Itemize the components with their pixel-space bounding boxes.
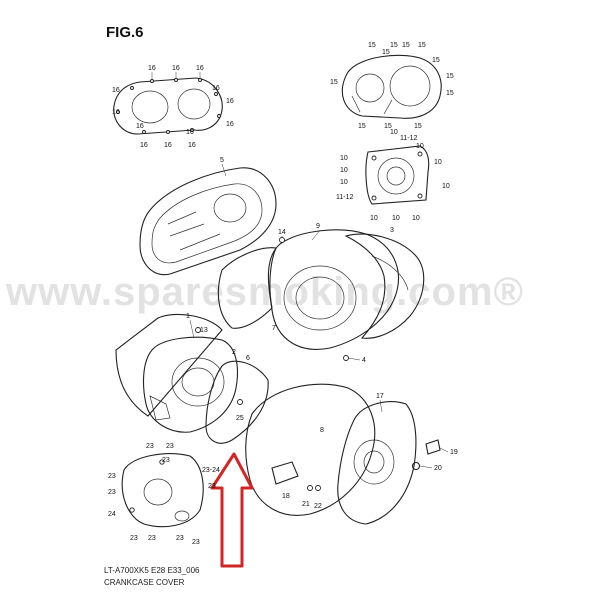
part-18-gasket	[271, 461, 299, 485]
callout-label: 16	[148, 65, 156, 72]
callout-label: 23	[162, 457, 170, 464]
callout-label: 23	[146, 443, 154, 450]
part-1-crankcase-cover	[142, 336, 239, 433]
part-23-small-cover	[121, 453, 204, 528]
callout-label: 10	[416, 143, 424, 150]
callout-label: 10	[370, 215, 378, 222]
part-10-housing	[365, 145, 430, 205]
callout-label: 10	[412, 215, 420, 222]
callout-label: 18	[282, 493, 290, 500]
callout-label: 1	[186, 313, 190, 320]
callout-label: 17	[376, 393, 384, 400]
part-7-gasket	[217, 247, 277, 329]
part-8-gasket	[245, 383, 376, 516]
callout-label: 20	[434, 465, 442, 472]
callout-label: 16	[112, 109, 120, 116]
callout-label: 23	[108, 473, 116, 480]
callout-label: 19	[450, 449, 458, 456]
callout-label: 16	[226, 98, 234, 105]
callout-label: 24	[108, 511, 116, 518]
callout-label: 15	[414, 123, 422, 130]
part-20-o-ring	[411, 461, 421, 471]
figure-title: FIG.6	[106, 24, 144, 41]
callout-label: 23	[176, 535, 184, 542]
callout-label: 15	[382, 49, 390, 56]
callout-label: 15	[368, 42, 376, 49]
callout-label: 16	[172, 65, 180, 72]
part-6-gasket	[205, 360, 269, 444]
callout-label: 10	[340, 167, 348, 174]
callout-label: 15	[390, 42, 398, 49]
callout-label: 15	[446, 90, 454, 97]
part-5-cvt-cover	[139, 167, 277, 276]
callout-label: 23	[130, 535, 138, 542]
callout-label: 11-12	[400, 135, 417, 142]
callout-label: 15	[384, 123, 392, 130]
part-9-inner-cover	[267, 229, 399, 350]
callout-label: 10	[340, 155, 348, 162]
highlight-arrow	[210, 452, 254, 568]
callout-label: 5	[220, 157, 224, 164]
callout-label: 16	[212, 85, 220, 92]
callout-label: 10	[390, 129, 398, 136]
callout-label: 22	[314, 503, 322, 510]
callout-label: 16	[196, 65, 204, 72]
callout-label: 16	[164, 142, 172, 149]
callout-label: 10	[340, 179, 348, 186]
callout-label: 15	[418, 42, 426, 49]
callout-label: 16	[140, 142, 148, 149]
callout-label: 10	[434, 159, 442, 166]
part-19-plug	[425, 439, 441, 455]
callout-label: 9	[316, 223, 320, 230]
callout-label: 16	[136, 123, 144, 130]
callout-label: 6	[246, 355, 250, 362]
callout-label: 13	[200, 327, 208, 334]
callout-label: 3	[390, 227, 394, 234]
callout-label: 23	[166, 443, 174, 450]
callout-label: 16	[188, 142, 196, 149]
callout-label: 15	[358, 123, 366, 130]
callout-label: 16	[186, 129, 194, 136]
model-code: LT-A700XK5 E28 E33_006	[104, 566, 200, 575]
callout-label: 10	[392, 215, 400, 222]
callout-label: 10	[442, 183, 450, 190]
callout-label: 14	[278, 229, 286, 236]
figure-caption: CRANKCASE COVER	[104, 578, 185, 587]
callout-labels: 16 16 16 16 16 16 16 16 16 16 16 16 16 1…	[108, 42, 458, 546]
part-15-outer-cover	[341, 54, 442, 119]
part-17-magneto-cover	[337, 401, 417, 525]
callout-label: 15	[446, 73, 454, 80]
part-16-gasket	[113, 77, 223, 135]
part-2-gasket	[115, 313, 223, 417]
callout-label: 16	[226, 121, 234, 128]
callout-label: 25	[236, 415, 244, 422]
small-bolts	[195, 237, 349, 491]
callout-label: 23	[208, 483, 216, 490]
callout-label: 15	[432, 57, 440, 64]
callout-label: 23	[108, 489, 116, 496]
callout-label: 16	[112, 87, 120, 94]
callout-label: 2	[232, 349, 236, 356]
callout-label: 23	[192, 539, 200, 546]
leader-lines	[151, 72, 449, 469]
callout-label: 23-24	[202, 467, 220, 474]
callout-label: 23	[148, 535, 156, 542]
callout-label: 21	[302, 501, 310, 508]
callout-label: 15	[402, 42, 410, 49]
callout-label: 8	[320, 427, 324, 434]
callout-label: 11-12	[336, 194, 353, 201]
part-3-cover-body	[344, 233, 425, 339]
watermark: www.sparesmoking.com®	[6, 270, 525, 314]
callout-label: 4	[362, 357, 366, 364]
callout-label: 15	[330, 79, 338, 86]
callout-label: 7	[272, 325, 276, 332]
